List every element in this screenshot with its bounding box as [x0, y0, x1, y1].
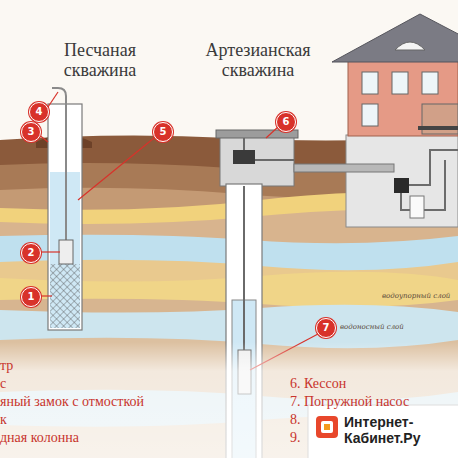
well-title: Артезианская скважина — [178, 40, 338, 80]
legend-item: к — [0, 412, 7, 428]
legend-item: дная колонна — [0, 430, 79, 446]
legend-item: яный замок с отмосткой — [0, 394, 144, 410]
legend-item: 9. — [290, 430, 301, 446]
legend-item: 6. Кессон — [290, 376, 346, 392]
watermark-box — [308, 405, 458, 458]
layer-label: водоносный слой — [340, 323, 404, 331]
text-backdrop — [0, 342, 458, 458]
watermark: Интернет-Кабинет.Ру — [344, 414, 454, 446]
well-title: Песчаная скважина — [30, 40, 170, 80]
legend-item: 7. Погружной насос — [290, 394, 409, 410]
callout-number: 1 — [21, 287, 41, 307]
callout-number: 2 — [21, 243, 41, 263]
callout-number: 5 — [153, 122, 173, 142]
callout-number: 6 — [276, 112, 296, 132]
layer-label: водоупорный слой — [382, 292, 450, 300]
legend-item: с — [0, 376, 6, 392]
leader-lines — [38, 92, 318, 370]
house — [332, 14, 458, 227]
legend-item: 8. — [290, 412, 301, 428]
callout-number: 3 — [21, 122, 41, 142]
sand-well — [36, 88, 92, 330]
callout-number: 4 — [29, 102, 49, 122]
legend-item: тр — [0, 358, 13, 374]
callout-number: 7 — [316, 318, 336, 338]
